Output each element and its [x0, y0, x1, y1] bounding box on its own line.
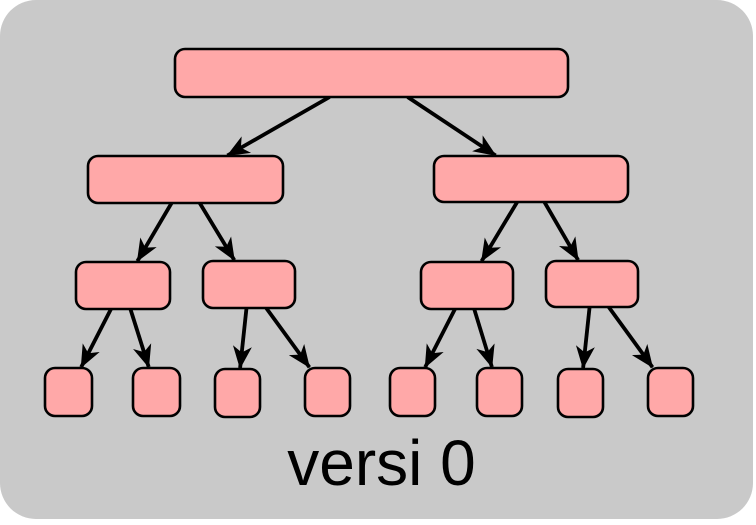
- tree-node-LL: [74, 260, 172, 311]
- tree-node-R: [432, 154, 630, 204]
- tree-edge-RR-n7: [575, 306, 595, 369]
- tree-node-n5: [388, 366, 437, 418]
- tree-node-RL: [419, 260, 515, 311]
- tree-node-RR: [544, 259, 640, 309]
- tree-node-n2: [131, 366, 182, 418]
- tree-edge-LL-n2: [128, 308, 152, 368]
- tree-node-LR: [201, 259, 297, 310]
- tree-node-n3: [213, 367, 262, 419]
- tree-edge-R-RR: [542, 201, 580, 262]
- tree-edge-R-RL: [479, 201, 519, 263]
- tree-edge-root-L: [226, 95, 331, 158]
- tree-node-n6: [475, 366, 524, 418]
- tree-edge-RL-n6: [472, 308, 495, 368]
- tree-node-root: [173, 47, 570, 99]
- tree-node-n8: [646, 366, 695, 418]
- tree-edge-RR-n8: [607, 305, 655, 369]
- tree-edge-L-LR: [198, 202, 236, 262]
- tree-edge-LR-n3: [232, 307, 252, 369]
- tree-edge-root-R: [406, 95, 497, 157]
- tree-node-n7: [556, 367, 605, 419]
- diagram-caption: versi 0: [287, 427, 476, 499]
- tree-node-n4: [303, 366, 352, 418]
- tree-edge-LL-n1: [79, 308, 113, 368]
- tree-node-n1: [43, 366, 94, 418]
- tree-edge-LR-n4: [264, 306, 311, 369]
- tree-edge-RL-n5: [423, 308, 457, 368]
- tree-node-L: [86, 154, 285, 205]
- tree-edge-L-LL: [135, 202, 174, 263]
